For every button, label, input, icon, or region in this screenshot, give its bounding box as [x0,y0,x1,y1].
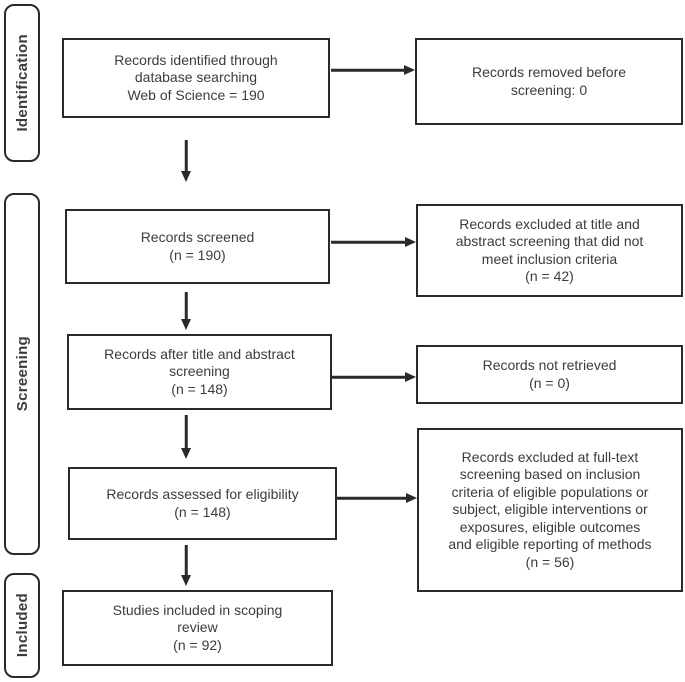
flow-box-text: Records excluded at full-text screening … [448,448,652,570]
stage-label-included: Included [4,573,40,678]
flow-box-records-not-retrieved: Records not retrieved (n = 0) [416,345,683,404]
arrow-shaft [184,140,188,173]
arrow-down-2 [180,292,192,330]
arrow-right-4 [336,492,417,504]
flow-box-text: Records not retrieved (n = 0) [482,357,617,391]
flow-box-text: Records identified through database sear… [114,51,278,103]
flow-box-records-identified: Records identified through database sear… [62,38,330,118]
arrow-head [405,237,416,247]
flow-box-text: Records removed before screening: 0 [471,64,627,98]
arrow-shaft [184,545,188,577]
arrow-head [181,171,191,182]
stage-label-text: Screening [13,336,31,412]
flow-box-records-removed: Records removed before screening: 0 [415,38,683,125]
arrow-head [181,575,191,586]
flow-box-text: Records after title and abstract screeni… [104,345,295,397]
arrow-head [405,372,416,382]
flow-box-records-excluded-full-text: Records excluded at full-text screening … [417,428,683,592]
flow-box-studies-included: Studies included in scoping review (n = … [62,590,333,666]
flow-box-text: Records assessed for eligibility (n = 14… [106,486,299,520]
arrow-shaft [184,415,188,450]
arrow-shaft [331,240,407,244]
arrow-down-4 [180,545,192,586]
arrow-head [406,493,417,503]
arrow-right-1 [331,64,415,76]
flow-box-records-after-title-abstract: Records after title and abstract screeni… [67,334,332,410]
arrow-head [404,65,415,75]
arrow-down-3 [180,415,192,459]
stage-label-text: Identification [13,34,31,132]
flow-box-records-screened: Records screened (n = 190) [65,209,330,284]
arrow-shaft [336,496,408,500]
stage-label-screening: Screening [4,193,40,555]
arrow-head [181,319,191,330]
arrow-shaft [184,292,188,321]
flow-box-records-excluded-title-abstract: Records excluded at title and abstract s… [416,204,683,297]
stage-label-identification: Identification [4,4,40,162]
flow-box-text: Records screened (n = 190) [140,229,255,263]
arrow-shaft [331,68,406,72]
flow-box-records-assessed: Records assessed for eligibility (n = 14… [68,467,337,540]
stage-label-text: Included [13,593,31,658]
arrow-shaft [332,375,407,379]
arrow-right-3 [332,371,416,383]
arrow-down-1 [180,140,192,182]
arrow-head [181,448,191,459]
flow-box-text: Records excluded at title and abstract s… [455,215,644,285]
flow-box-text: Studies included in scoping review (n = … [112,601,283,653]
arrow-right-2 [331,236,416,248]
